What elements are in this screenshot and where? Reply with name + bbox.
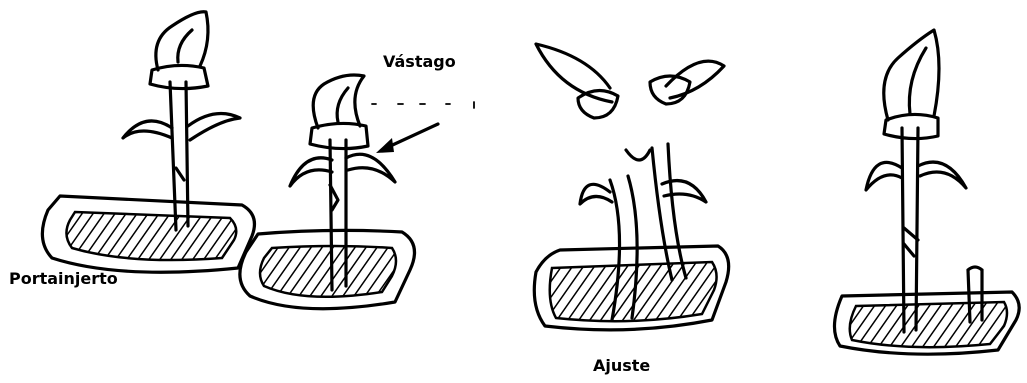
stem-3b — [652, 144, 686, 280]
scion-leaf-4 — [884, 30, 939, 120]
scion-leaf-vein-1 — [178, 30, 192, 62]
label-fit: Ajuste — [593, 356, 650, 375]
plant-scion — [240, 75, 474, 309]
leaf-left-4 — [866, 162, 902, 190]
leaf-left-1 — [123, 121, 172, 138]
label-rootstock: Portainjerto — [9, 269, 118, 288]
label-scion: Vástago — [383, 52, 456, 71]
graft-knot-3a — [578, 90, 618, 118]
big-leaf-left-3 — [536, 44, 612, 102]
stem-1 — [170, 82, 188, 230]
soil-1 — [66, 212, 236, 260]
stem-twist-3 — [626, 150, 650, 160]
plant-grafted — [834, 30, 1019, 354]
graft-band-4 — [884, 114, 938, 138]
leaf-right-2 — [346, 154, 395, 182]
plant-rootstock — [42, 12, 254, 272]
leaf-right-1 — [188, 114, 240, 141]
pointer-arrow-shaft — [386, 124, 438, 148]
pointer-arrowhead — [376, 138, 394, 153]
leaf-left-2 — [290, 158, 332, 186]
big-leaf-right-3 — [666, 61, 724, 98]
plant-fit — [534, 44, 728, 330]
scion-leaf-vein-4 — [909, 48, 926, 114]
leaf-right-3 — [662, 181, 706, 202]
stem-notch-1 — [176, 168, 184, 180]
scion-leaf-vein-2 — [337, 88, 348, 122]
faint-dashes — [372, 102, 474, 108]
leaf-right-4 — [918, 162, 966, 188]
leaf-left-3 — [580, 184, 612, 204]
soil-2 — [260, 246, 396, 297]
